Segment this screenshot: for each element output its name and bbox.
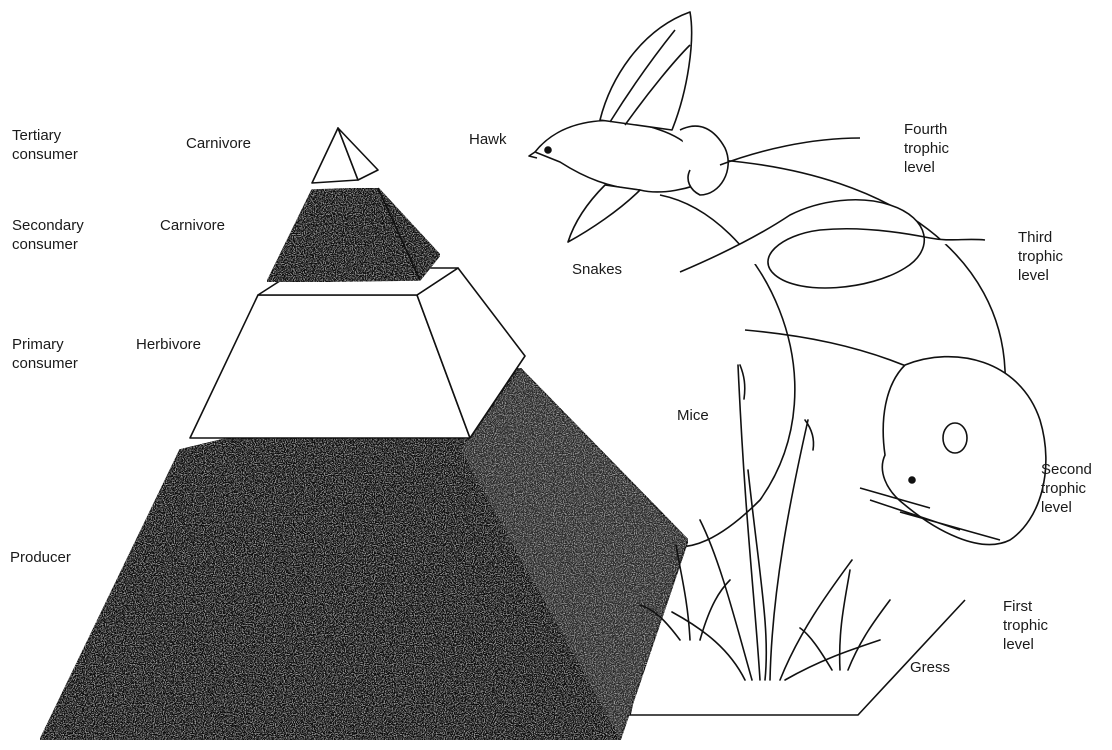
tertiary-carnivore-label: Carnivore (186, 134, 251, 153)
fourth-trophic-level-label: Fourth trophic level (904, 120, 949, 177)
first-trophic-level-label: First trophic level (1003, 597, 1048, 654)
primary-consumer-label: Primary consumer (12, 335, 78, 373)
third-trophic-level-label: Third trophic level (1018, 228, 1063, 285)
producer-label: Producer (10, 548, 71, 567)
grass-label: Gress (910, 658, 950, 677)
primary-consumer-tier (190, 268, 525, 438)
tertiary-consumer-tier (312, 128, 378, 183)
secondary-consumer-tier (267, 188, 440, 282)
secondary-carnivore-label: Carnivore (160, 216, 225, 235)
hawk-illustration (529, 12, 728, 242)
second-trophic-level-label: Second trophic level (1041, 460, 1092, 517)
snakes-label: Snakes (572, 260, 622, 279)
herbivore-label: Herbivore (136, 335, 201, 354)
mice-label: Mice (677, 406, 709, 425)
tertiary-consumer-label: Tertiary consumer (12, 126, 78, 164)
mouse-illustration (745, 330, 1046, 545)
secondary-consumer-label: Secondary consumer (12, 216, 84, 254)
hawk-label: Hawk (469, 130, 507, 149)
